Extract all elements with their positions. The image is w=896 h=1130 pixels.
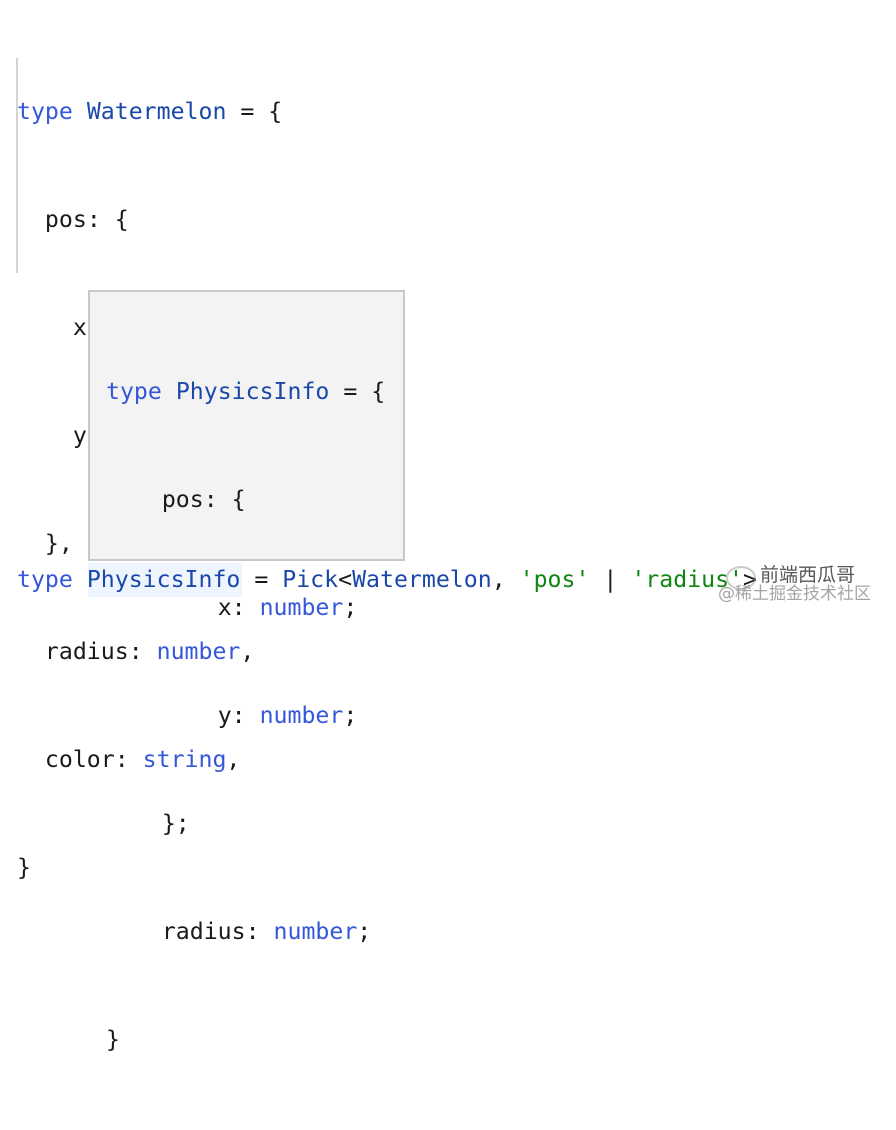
indent — [17, 638, 45, 665]
indent — [17, 530, 45, 557]
code-line: pos: { — [17, 202, 282, 238]
primitive-type: number — [259, 594, 344, 621]
indent — [106, 486, 162, 513]
hover-highlight — [88, 563, 242, 597]
watermark: 前端西瓜哥 @稀土掘金技术社区 — [718, 566, 888, 604]
property: pos — [44, 206, 87, 233]
punctuation: , — [491, 566, 520, 593]
utility-type[interactable]: Pick — [282, 566, 339, 593]
tooltip-line: y: number; — [106, 698, 385, 734]
indent — [17, 422, 73, 449]
property: x — [72, 314, 87, 341]
tooltip-line: type PhysicsInfo = { — [106, 374, 385, 410]
indent — [106, 594, 218, 621]
tooltip-code: type PhysicsInfo = { pos: { x: number; y… — [106, 302, 385, 1130]
tooltip-line: pos: { — [106, 482, 385, 518]
punctuation: }, — [44, 530, 73, 557]
primitive-type: number — [259, 702, 344, 729]
punctuation: < — [338, 566, 353, 593]
indent-guide — [16, 58, 18, 273]
property: x — [217, 594, 232, 621]
indent — [106, 810, 162, 837]
indent — [106, 702, 218, 729]
punctuation: ; — [343, 594, 358, 621]
punctuation: ; — [357, 918, 372, 945]
tooltip-line: radius: number; — [106, 914, 385, 950]
punctuation: = { — [329, 378, 386, 405]
property: radius — [161, 918, 246, 945]
punctuation: ; — [343, 702, 358, 729]
watermark-site: @稀土掘金技术社区 — [718, 584, 871, 604]
indent — [17, 206, 45, 233]
punctuation: = { — [226, 98, 283, 125]
punctuation: : { — [203, 486, 246, 513]
property: y — [217, 702, 232, 729]
string-literal: 'pos' — [519, 566, 590, 593]
punctuation: : — [231, 594, 260, 621]
punctuation: = — [240, 566, 283, 593]
punctuation: | — [589, 566, 632, 593]
type-name: PhysicsInfo — [175, 378, 330, 405]
indent — [106, 918, 162, 945]
code-line-pick: type PhysicsInfo = Pick<Watermelon, 'pos… — [17, 562, 757, 598]
property: color — [44, 746, 115, 773]
keyword: type — [17, 98, 73, 125]
hovered-type-name[interactable]: PhysicsInfo — [86, 566, 241, 593]
code-line: }, — [17, 526, 282, 562]
punctuation: } — [106, 1026, 120, 1053]
indent — [17, 314, 73, 341]
type-name[interactable]: Watermelon — [352, 566, 492, 593]
indent — [17, 746, 45, 773]
punctuation: }; — [161, 810, 190, 837]
property: y — [72, 422, 87, 449]
tooltip-line: } — [106, 1022, 385, 1058]
punctuation: : — [245, 918, 274, 945]
punctuation: : { — [86, 206, 129, 233]
tooltip-line: x: number; — [106, 590, 385, 626]
hover-tooltip: type PhysicsInfo = { pos: { x: number; y… — [88, 290, 405, 1053]
type-name[interactable]: Watermelon — [86, 98, 227, 125]
keyword: type — [17, 566, 73, 593]
string-literal: 'radius' — [631, 566, 743, 593]
punctuation: : — [231, 702, 260, 729]
keyword: type — [106, 378, 162, 405]
property: pos — [161, 486, 204, 513]
primitive-type: number — [273, 918, 358, 945]
punctuation: } — [17, 854, 31, 881]
wechat-icon — [726, 566, 756, 590]
code-line: type Watermelon = { — [17, 94, 282, 130]
tooltip-line: }; — [106, 806, 385, 842]
watermark-author: 前端西瓜哥 — [760, 564, 856, 586]
